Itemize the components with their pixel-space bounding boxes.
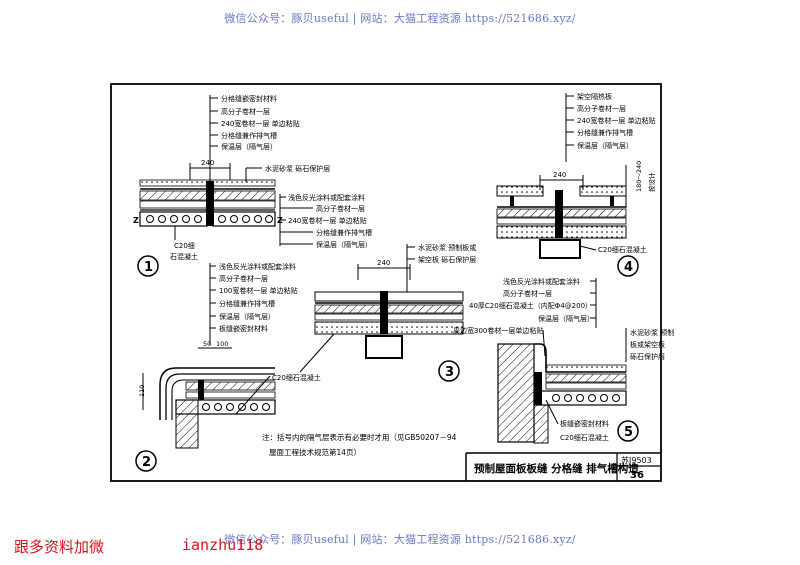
note-line-2: 屋面工程技术规范第14页） bbox=[269, 447, 361, 457]
d2-number: 2 bbox=[142, 455, 151, 470]
d4-bottom-label: C20细石混凝土 bbox=[598, 245, 647, 254]
page-number: 36 bbox=[630, 470, 644, 481]
d4-dim: 240 bbox=[553, 171, 566, 179]
d2-label-0: 浅色反光涂料或配套涂料 bbox=[219, 262, 296, 271]
d4-side-dim: 180～240 bbox=[635, 161, 643, 192]
mid-label-4: 保温层（隔气层） bbox=[316, 240, 372, 249]
d4-label-1: 高分子卷材一层 bbox=[577, 104, 626, 113]
detail-mid-labels: 浅色反光涂料或配套涂料 高分子卷材一层 240宽卷材一层 单边粘贴 分格缝兼作排… bbox=[279, 193, 372, 249]
d2-label-5: 板缝嵌密封材料 bbox=[219, 324, 268, 333]
d5-right-label-0: 水泥砂浆 预制 bbox=[630, 328, 674, 337]
watermark-bottom: 微信公众号：豚贝useful | 网站：大猫工程资源 https://52168… bbox=[224, 533, 576, 546]
d4-label-0: 架空隔热板 bbox=[577, 92, 612, 101]
drawing-frame bbox=[110, 83, 662, 482]
d4-number: 4 bbox=[624, 260, 633, 275]
d5-bottom-label-1: 板缝嵌密封材料 bbox=[560, 419, 609, 428]
d3-dim: 240 bbox=[377, 259, 390, 267]
d1-label-1: 高分子卷材一层 bbox=[221, 107, 270, 116]
promo-text-right: ianzhu118 bbox=[182, 536, 264, 554]
d3-label-0: 水泥砂浆 预制板或 bbox=[418, 243, 476, 252]
d5-right-label-1: 板或架空板 bbox=[630, 340, 665, 349]
drawing-title: 预制屋面板板缝 分格缝 排气槽构造 bbox=[474, 462, 639, 475]
mid-label-1: 高分子卷材一层 bbox=[316, 204, 365, 213]
d2-label-4: 保温层（隔气层） bbox=[219, 312, 275, 321]
d3-label-1: 架空板 砾石保护层 bbox=[418, 255, 476, 264]
detail-3: 水泥砂浆 预制板或 架空板 砾石保护层 240 3 bbox=[299, 243, 476, 382]
d1-label-2: 240宽卷材一层 单边粘贴 bbox=[221, 119, 300, 128]
d5-label-3: 保温层（隔气层） bbox=[538, 314, 594, 323]
d2-dim-a: 50 bbox=[203, 340, 211, 348]
d1-bottom-label-1: C20细 bbox=[174, 241, 195, 250]
d5-label-2: 40厚C20细石混凝土（内配Φ4@200） bbox=[469, 301, 592, 310]
d5-left-label: 周边宽300卷材一层单边粘贴 bbox=[453, 326, 543, 335]
detail-2: 浅色反光涂料或配套涂料 高分子卷材一层 100宽卷材一层 单边粘贴 分格缝兼作排… bbox=[135, 262, 321, 472]
d1-label-0: 分格缝嵌密封材料 bbox=[221, 94, 277, 103]
promo-text-left: 跟多资料加微 bbox=[14, 538, 105, 556]
svg-text:Z: Z bbox=[133, 216, 139, 225]
d4-side-note: 按设计 bbox=[647, 172, 656, 192]
d4-label-2: 240宽卷材一层 单边粘贴 bbox=[577, 116, 656, 125]
d2-dim-b: 100 bbox=[216, 340, 228, 348]
atlas-number: 苏J9503 bbox=[621, 455, 652, 465]
d2-label-3: 分格缝兼作排气槽 bbox=[219, 299, 275, 308]
d2-bottom-label: C20细石混凝土 bbox=[272, 373, 321, 382]
mid-label-3: 分格缝兼作排气槽 bbox=[316, 228, 372, 237]
detail-1: 分格缝嵌密封材料 高分子卷材一层 240宽卷材一层 单边粘贴 分格缝兼作排气槽 … bbox=[133, 94, 330, 277]
d3-number: 3 bbox=[445, 365, 454, 380]
d5-number: 5 bbox=[624, 425, 633, 440]
d5-right-label-2: 砾石保护层 bbox=[630, 352, 665, 361]
d5-bottom-label-2: C20细石混凝土 bbox=[560, 433, 609, 442]
mid-label-0: 浅色反光涂料或配套涂料 bbox=[288, 193, 365, 202]
d5-label-0: 浅色反光涂料或配套涂料 bbox=[503, 277, 580, 286]
watermark-top: 微信公众号：豚贝useful | 网站：大猫工程资源 https://52168… bbox=[224, 12, 576, 25]
d1-dim: 240 bbox=[201, 159, 214, 167]
d4-label-4: 保温层（隔气层） bbox=[577, 141, 633, 150]
d1-bottom-label-2: 石混凝土 bbox=[170, 252, 198, 261]
title-block: 预制屋面板板缝 分格缝 排气槽构造 苏J9503 36 bbox=[465, 452, 661, 481]
d5-label-1: 高分子卷材一层 bbox=[503, 289, 552, 298]
d1-right-label: 水泥砂浆 砾石保护层 bbox=[265, 164, 330, 173]
d4-label-3: 分格缝兼作排气槽 bbox=[577, 128, 633, 137]
note-line-1: 注：括号内的隔气层表示有必要时才用（见GB50207－94 bbox=[262, 432, 457, 442]
d1-label-4: 保温层（隔气层） bbox=[221, 142, 277, 151]
detail-5: 浅色反光涂料或配套涂料 高分子卷材一层 40厚C20细石混凝土（内配Φ4@200… bbox=[453, 277, 674, 444]
mid-label-2: 240宽卷材一层 单边粘贴 bbox=[288, 216, 367, 225]
d2-label-2: 100宽卷材一层 单边粘贴 bbox=[219, 286, 298, 295]
d1-label-3: 分格缝兼作排气槽 bbox=[221, 131, 277, 140]
detail-4: 架空隔热板 高分子卷材一层 240宽卷材一层 单边粘贴 分格缝兼作排气槽 保温层… bbox=[496, 92, 656, 277]
d2-label-1: 高分子卷材一层 bbox=[219, 274, 268, 283]
d1-number: 1 bbox=[144, 260, 153, 275]
d2-dim-side: 110 bbox=[138, 385, 146, 397]
